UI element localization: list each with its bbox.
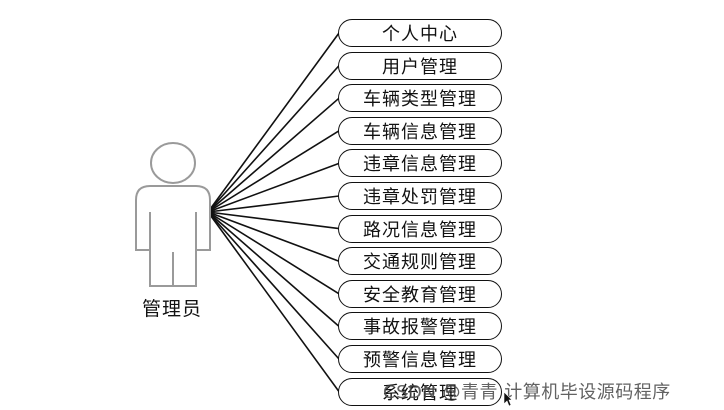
association-line-2 <box>207 65 340 213</box>
actor-head <box>150 142 196 184</box>
actor-label: 管理员 <box>141 298 202 320</box>
use-case-3: 车辆类型管理 <box>338 84 502 113</box>
use-case-1: 个人中心 <box>338 19 502 47</box>
use-case-8: 交通规则管理 <box>338 247 502 276</box>
use-case-11: 预警信息管理 <box>338 345 502 373</box>
association-line-12 <box>207 211 340 393</box>
use-case-10: 事故报警管理 <box>338 312 502 341</box>
association-line-9 <box>207 211 340 295</box>
association-line-8 <box>207 211 340 262</box>
association-line-7 <box>207 211 340 230</box>
association-line-1 <box>207 32 340 213</box>
use-case-5: 违章信息管理 <box>338 149 502 178</box>
mouse-cursor-icon <box>503 391 512 407</box>
association-line-11 <box>207 211 340 360</box>
use-case-4: 车辆信息管理 <box>338 116 502 145</box>
association-line-10 <box>207 211 340 328</box>
use-case-2: 用户管理 <box>338 51 502 80</box>
actor-body <box>135 185 211 287</box>
use-case-7: 路况信息管理 <box>338 214 502 243</box>
association-lines <box>207 32 340 393</box>
association-line-3 <box>207 97 340 213</box>
use-case-9: 安全教育管理 <box>338 279 502 308</box>
watermark: CSDN @青青 计算机毕设源码程序 <box>383 382 671 403</box>
association-line-6 <box>207 195 340 213</box>
actor-figure <box>135 142 211 287</box>
association-line-5 <box>207 162 340 213</box>
use-case-12: 系统管理 <box>338 377 502 406</box>
association-line-4 <box>207 130 340 213</box>
use-case-6: 违章处罚管理 <box>338 182 502 210</box>
